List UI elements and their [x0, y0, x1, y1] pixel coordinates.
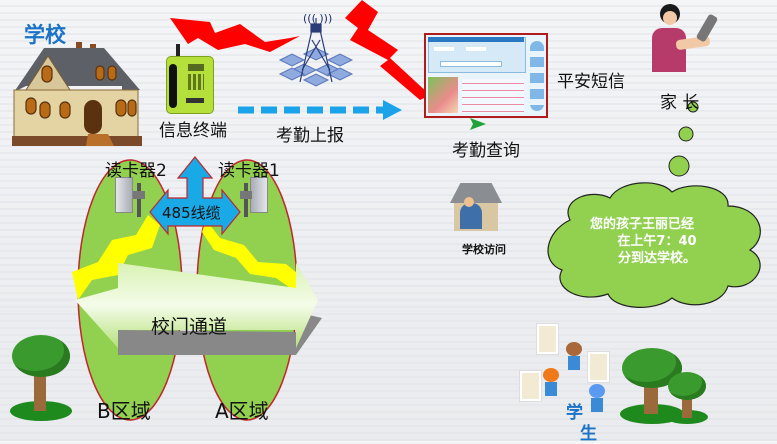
student-icon [588, 384, 606, 416]
card-reader-2-label: 读卡器2 [105, 161, 167, 181]
students-label-line1: 学 [566, 403, 583, 423]
sms-message-line2: 在上午7：40 [617, 234, 697, 249]
card-reader-1-icon [236, 177, 268, 217]
gate-arrow [75, 263, 322, 355]
lightning-bolt-icon [170, 18, 300, 52]
thought-dot-small [687, 101, 699, 113]
thought-dot-large [668, 155, 690, 177]
zone-b-label: B区域 [97, 399, 151, 423]
message-cloud [547, 182, 761, 308]
safety-sms-label: 平安短信 [557, 72, 625, 92]
info-terminal-icon [166, 44, 214, 114]
chevron-right-icon [470, 118, 486, 130]
id-card-icon [588, 352, 609, 382]
tree-icon [8, 335, 74, 421]
signal-tower-icon: ((( ))) [278, 12, 354, 87]
gate-label: 校门通道 [151, 316, 228, 338]
attendance-query-label: 考勤查询 [452, 141, 520, 161]
svg-text:((( ))): ((( ))) [303, 12, 332, 25]
school-visit-icon [450, 183, 502, 233]
info-terminal-label: 信息终端 [159, 121, 227, 141]
signal-bolt-right-icon [202, 220, 308, 292]
sms-message-line3: 分到达学校。 [617, 251, 696, 266]
report-arrow [238, 100, 402, 120]
id-card-icon [520, 371, 541, 401]
parent-icon [652, 4, 724, 72]
card-reader-1-label: 读卡器1 [218, 161, 280, 181]
students-label-line2: 生 [580, 424, 597, 444]
signal-bolt-left-icon [72, 215, 160, 300]
student-icon [542, 368, 560, 400]
school-title: 学校 [24, 23, 66, 47]
card-reader-2-icon [115, 177, 147, 217]
id-card-icon [537, 324, 558, 354]
zone-a-label: A区域 [215, 399, 269, 423]
lightning-bolt-icon [345, 0, 430, 100]
tree-icon [666, 372, 708, 424]
parent-label: 家 长 [660, 93, 700, 113]
school-visit-label: 学校访问 [462, 243, 506, 256]
sms-message: 您的孩子王丽已经 在上午7：40 分到达学校。 [582, 216, 732, 267]
attendance-portal-thumbnail[interactable] [424, 33, 548, 118]
school-house-icon [4, 40, 144, 150]
sms-message-line1: 您的孩子王丽已经 [590, 217, 695, 232]
cable-arrow [149, 156, 241, 236]
thought-dot-medium [678, 126, 694, 142]
student-icon [565, 342, 583, 374]
report-label: 考勤上报 [276, 126, 344, 146]
cable-label: 485线缆 [162, 204, 221, 222]
